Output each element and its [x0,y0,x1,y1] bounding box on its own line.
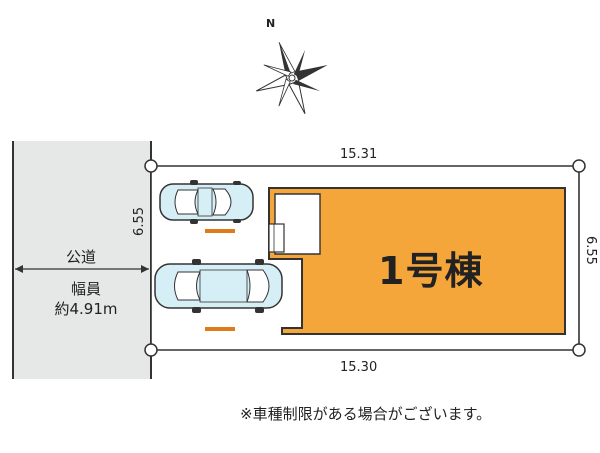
building-label: 1号棟 [378,249,484,293]
road-name: 公道 [66,248,97,266]
north-label: N [266,17,276,30]
dimension-top: 15.31 [340,147,378,162]
boundary-marker [572,343,586,357]
boundary-marker [144,159,158,173]
road-width-label: 幅員 [70,280,101,298]
road-arrow-head-right [141,265,149,273]
dimension-bottom: 15.30 [340,360,378,375]
compass-rose [256,42,328,114]
parking-stop-1 [205,229,235,233]
boundary-marker [572,159,586,173]
building-footprint [268,187,566,335]
boundary-marker [144,343,158,357]
road-arrow-head-left [15,265,23,273]
parking-stop-2 [205,327,235,331]
parking-car-1 [159,180,254,224]
public-road [13,141,151,379]
dimension-right: 6.55 [583,236,598,265]
vehicle-restriction-note: ※車種制限がある場合がございます。 [240,405,492,423]
road-width: 幅員 約4.91m [36,279,136,319]
dimension-left: 6.55 [132,207,147,236]
entrance-step [268,223,285,253]
road-width-value: 約4.91m [54,300,118,318]
parking-car-2 [154,259,283,313]
